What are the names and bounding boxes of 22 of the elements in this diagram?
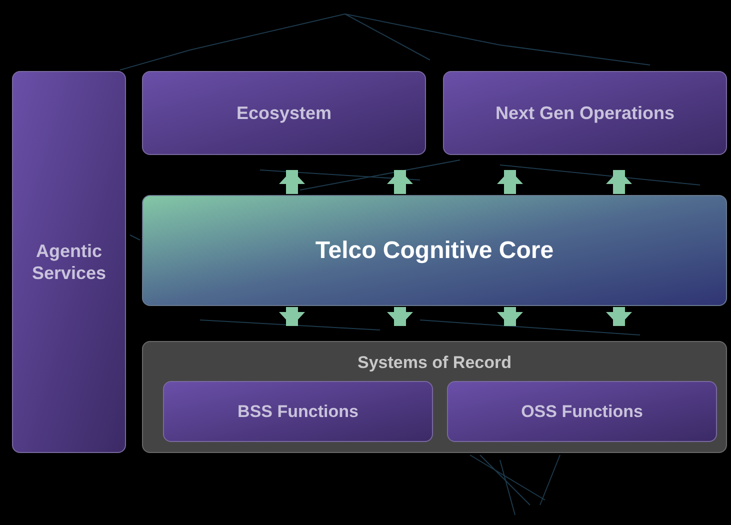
arrow (387, 307, 413, 326)
arrow (497, 170, 523, 194)
box-label: Systems of Record (358, 352, 512, 374)
function-box (163, 381, 433, 442)
arrow (497, 307, 523, 326)
box-label: Telco Cognitive Core (315, 236, 554, 266)
arrow (606, 170, 632, 194)
container-panel (142, 341, 727, 453)
layer-box (142, 71, 426, 155)
box-label: OSS Functions (521, 400, 643, 423)
arrow (606, 307, 632, 326)
box-label: Next Gen Operations (495, 102, 675, 125)
layer-box (443, 71, 727, 155)
arrow (387, 170, 413, 194)
function-box (447, 381, 717, 442)
box-label: Agentic Services (30, 240, 108, 284)
arrow (279, 307, 305, 326)
core-box (142, 195, 727, 306)
arrow (279, 170, 305, 194)
box-label: BSS Functions (238, 400, 358, 423)
box-label: Ecosystem (236, 102, 332, 125)
side-panel (12, 71, 126, 453)
